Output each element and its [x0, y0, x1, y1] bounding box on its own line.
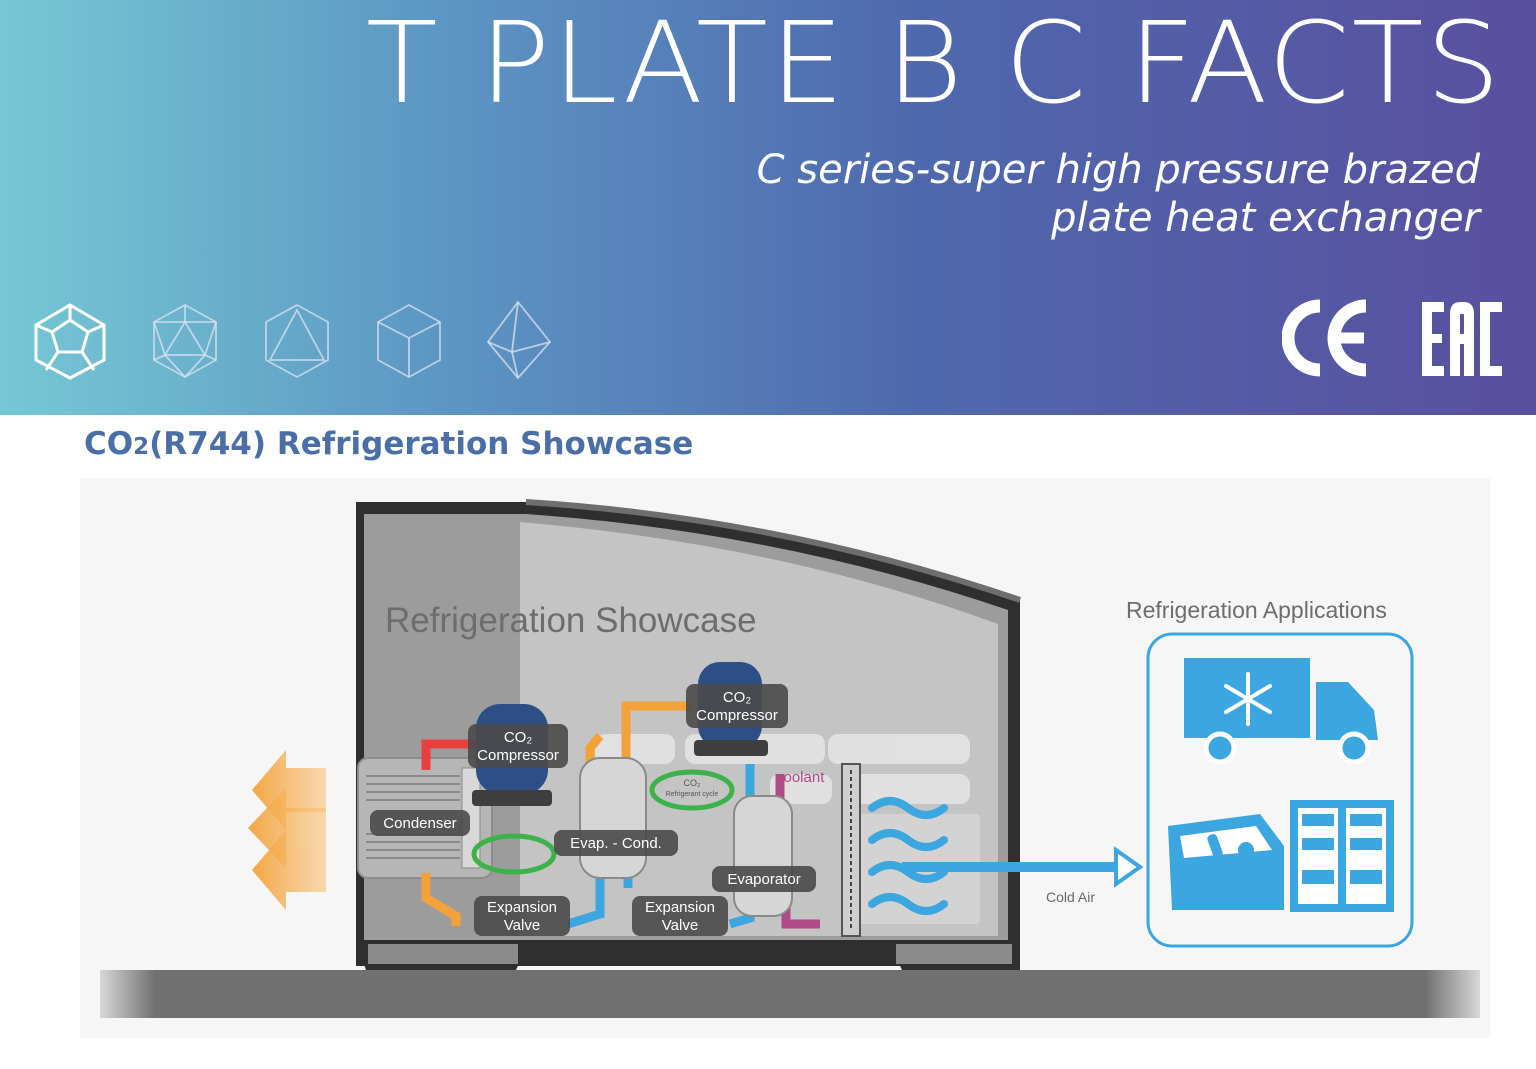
- condenser-label: Condenser: [383, 815, 456, 832]
- applications-panel: [1146, 632, 1414, 948]
- expansion-valve-right-label-2: Valve: [662, 917, 698, 934]
- fan-column: [841, 763, 861, 937]
- refrigerant-cycle-rings: [471, 769, 735, 875]
- cold-air-label: Cold Air: [1046, 889, 1095, 905]
- ice-cream-freezer-icon: [1168, 814, 1284, 910]
- coolant-label: coolant: [776, 769, 825, 786]
- ce-mark-icon: [1282, 299, 1367, 377]
- floor: [100, 970, 1480, 1018]
- expansion-valve-left-label-1: Expansion: [487, 899, 557, 916]
- left-compressor-label-1: CO₂: [504, 729, 533, 746]
- cold-air-arrow: [902, 846, 1144, 888]
- section-title-subscript: 2: [133, 434, 150, 460]
- beverage-fridge-icon: [1290, 800, 1394, 912]
- refrigerated-truck-icon: [1184, 658, 1378, 765]
- octahedron-icon: [486, 300, 552, 380]
- evap-cond-label: Evap. - Cond.: [570, 835, 662, 852]
- tetrahedron-icon: [265, 303, 329, 379]
- refrigeration-diagram: Refrigeration Showcase: [80, 478, 1490, 1038]
- cycle-label-2: Refrigerant cycle: [666, 791, 719, 798]
- evaporator-vessel: [733, 795, 793, 917]
- right-compressor-label-1: CO₂: [723, 689, 752, 706]
- expansion-valve-right-label-1: Expansion: [645, 899, 715, 916]
- right-compressor-label-2: Compressor: [696, 707, 778, 724]
- dodecahedron-icon: [34, 303, 106, 380]
- section-title-suffix: (R744) Refrigeration Showcase: [149, 426, 694, 462]
- cube-icon: [377, 303, 441, 379]
- showcase-label: Refrigeration Showcase: [385, 601, 757, 640]
- page-title: T PLATE B C FACTS: [365, 0, 1502, 129]
- subtitle-line-1: C series-super high pressure brazed: [756, 147, 1480, 193]
- snowflake-icon: [1224, 672, 1272, 726]
- cycle-label-1: CO₂: [684, 778, 702, 788]
- icosahedron-icon: [153, 303, 217, 379]
- section-title-prefix: CO: [84, 426, 134, 462]
- heat-exhaust-arrows: [248, 750, 326, 910]
- left-compressor-label-2: Compressor: [477, 747, 559, 764]
- header-banner: T PLATE B C FACTS C series-super high pr…: [0, 0, 1536, 415]
- component-labels: CO₂ Compressor CO₂ Compressor Condenser …: [370, 684, 816, 936]
- polyhedra-icons: [34, 300, 552, 380]
- subtitle-line-2: plate heat exchanger: [1051, 195, 1480, 241]
- applications-label: Refrigeration Applications: [1126, 597, 1387, 623]
- eac-mark-icon: [1422, 302, 1502, 376]
- expansion-valve-left-label-2: Valve: [504, 917, 540, 934]
- evaporator-label: Evaporator: [727, 871, 800, 888]
- section-title: CO2(R744) Refrigeration Showcase: [84, 426, 693, 462]
- evap-cond-vessel: [579, 757, 647, 879]
